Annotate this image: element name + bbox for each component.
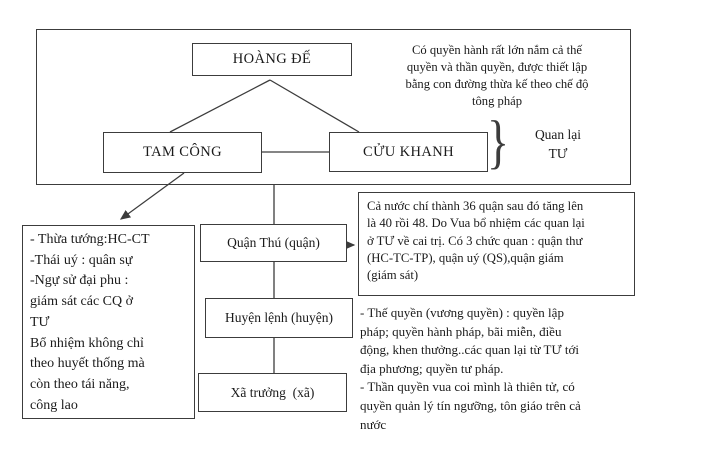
tam-cong-label: TAM CÔNG: [143, 144, 222, 160]
cuu-khanh-node: CỬU KHANH: [329, 132, 488, 172]
xa-truong-label: Xã trưởng (xã): [230, 384, 315, 400]
emperor-node: HOÀNG ĐẾ: [192, 43, 352, 76]
powers-note: - Thế quyền (vương quyền) : quyền lập ph…: [360, 305, 581, 432]
quan-thu-node: Quận Thú (quận): [200, 224, 347, 262]
emperor-label: HOÀNG ĐẾ: [232, 51, 312, 67]
tam-cong-note-box: - Thừa tướng:HC-CT -Thái uý : quân sự -N…: [22, 225, 195, 419]
tam-cong-node: TAM CÔNG: [103, 132, 262, 173]
emperor-note: Có quyền hành rất lớn nắm cả thế quyền v…: [405, 43, 589, 108]
quan-lai-tu-label: Quan lại TƯ: [534, 127, 582, 161]
curly-brace-icon: }: [487, 108, 510, 175]
quan-note-box: Cả nước chí thành 36 quận sau đó tăng lê…: [358, 192, 635, 296]
huyen-lenh-node: Huyện lệnh (huyện): [205, 298, 353, 338]
quan-thu-label: Quận Thú (quận): [227, 235, 320, 250]
xa-truong-node: Xã trưởng (xã): [198, 373, 347, 412]
huyen-lenh-label: Huyện lệnh (huyện): [225, 310, 333, 325]
cuu-khanh-label: CỬU KHANH: [363, 143, 454, 160]
